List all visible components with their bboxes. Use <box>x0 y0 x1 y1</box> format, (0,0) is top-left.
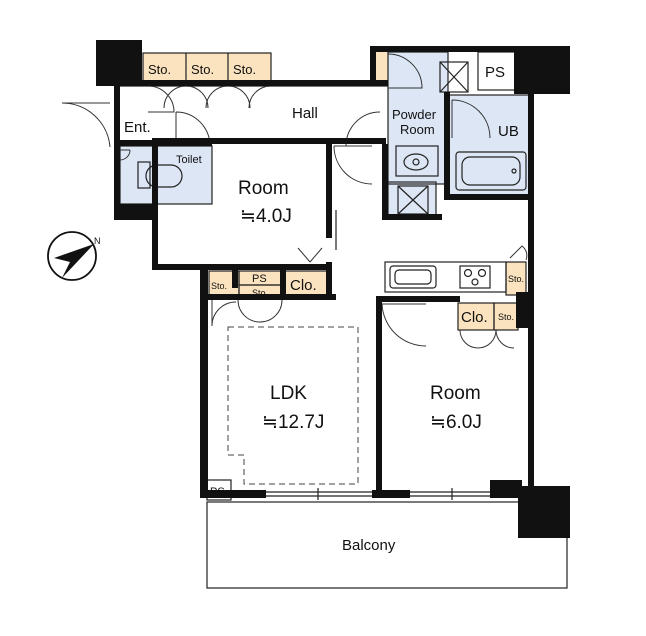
ldk-dashed-area <box>227 326 359 485</box>
storage-label-ldk-b: Sto. <box>252 288 268 298</box>
wet-fill-laundry <box>388 182 436 218</box>
room-north-size: ≒4.0J <box>240 206 292 227</box>
storage-label-room: Sto. <box>498 312 514 322</box>
pipe-shaft-label-mid: PS <box>252 273 267 285</box>
entrance-label: Ent. <box>124 119 151 136</box>
kitchen-sink-fixture <box>389 265 437 289</box>
pipe-shaft-label-balcony: PS <box>210 486 225 498</box>
wet-fill-ub <box>448 95 530 195</box>
room-south-name: Room <box>430 383 481 404</box>
ldk-name: LDK <box>270 383 307 404</box>
labels: Hall Ent. Toilet Powder Room UB Room ≒4.… <box>124 62 524 554</box>
powder-room-label-line1: Powder <box>392 107 437 122</box>
powder-room-label-line2: Room <box>400 122 435 137</box>
toilet-fixture <box>137 161 183 189</box>
shaded-areas <box>120 52 530 330</box>
ldk-size: ≒12.7J <box>262 412 324 433</box>
compass-north-icon: N <box>47 231 101 281</box>
storage-fill-ps-left <box>374 52 388 82</box>
storage-label-kitchen: Sto. <box>508 274 524 284</box>
storage-label-2: Sto. <box>191 62 214 77</box>
storage-fill-kitchen <box>506 262 526 295</box>
wash-basin-fixture <box>395 145 439 177</box>
storage-label-ldk-a: Sto. <box>211 281 227 291</box>
svg-text:N: N <box>94 236 101 246</box>
window-lines <box>266 210 490 500</box>
walls <box>96 40 570 538</box>
washer-box-fixture <box>439 61 469 93</box>
cooktop-fixture <box>459 265 491 289</box>
storage-label-1: Sto. <box>148 62 171 77</box>
storage-fill-top <box>143 53 271 83</box>
fixtures <box>137 61 527 289</box>
unit-bath-label: UB <box>498 123 519 140</box>
closet-label-south: Clo. <box>461 309 488 326</box>
hall-label: Hall <box>292 105 318 122</box>
storage-label-3: Sto. <box>233 62 256 77</box>
room-south-size: ≒6.0J <box>430 412 482 433</box>
bathtub-fixture <box>455 151 527 191</box>
closet-label-north: Clo. <box>290 277 317 294</box>
toilet-label: Toilet <box>176 154 202 166</box>
balcony-label: Balcony <box>342 537 396 554</box>
doors <box>61 53 528 349</box>
room-north-name: Room <box>238 178 289 199</box>
storage-fill-clo-south <box>458 303 518 330</box>
wet-fill-toilet <box>120 146 212 204</box>
pipe-shaft-label-top: PS <box>485 64 505 81</box>
